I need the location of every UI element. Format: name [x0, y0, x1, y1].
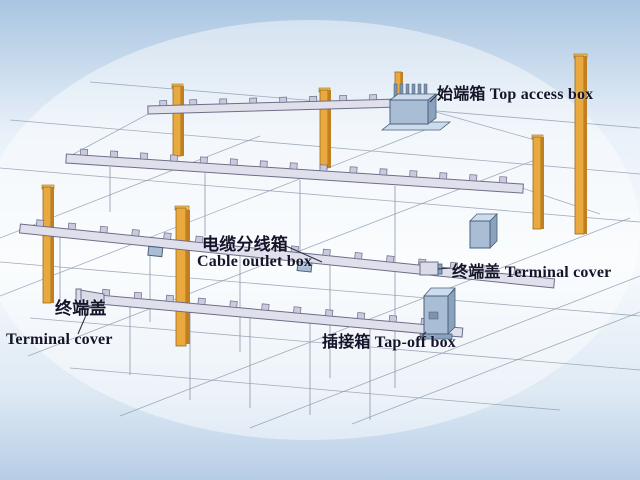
column-right-mid — [531, 134, 544, 230]
label-cable-outlet-box-zh: 电缆分线箱 — [202, 235, 288, 254]
column-far-right — [573, 53, 588, 235]
column-top-left — [171, 83, 184, 157]
label-terminal-cover-left-en: Terminal cover — [6, 331, 113, 348]
terminal-cover-left — [75, 288, 105, 309]
rail-lower — [87, 288, 464, 338]
center-highlight — [0, 20, 640, 440]
hanger-rods — [59, 167, 396, 420]
mid-right-box — [469, 213, 498, 249]
column-left — [41, 184, 55, 304]
label-terminal-cover-left-zh: 终端盖 — [55, 299, 107, 318]
cable-outlet-box-small-1 — [147, 245, 164, 258]
cable-outlet-box-small-2 — [296, 261, 313, 273]
leader-lines — [77, 87, 451, 342]
tap-off-box — [419, 287, 456, 340]
tap-off-handle — [428, 311, 439, 320]
column-top-mid — [318, 87, 331, 169]
label-tap-off-box: 插接箱 Tap-off box — [322, 334, 456, 351]
label-cable-outlet-box-en: Cable outlet box — [197, 253, 313, 270]
rail-upper — [65, 148, 524, 194]
label-terminal-cover-right: 终端盖 Terminal cover — [452, 264, 612, 281]
label-top-access-box: 始端箱 Top access box — [437, 86, 594, 103]
column-center — [174, 205, 190, 347]
